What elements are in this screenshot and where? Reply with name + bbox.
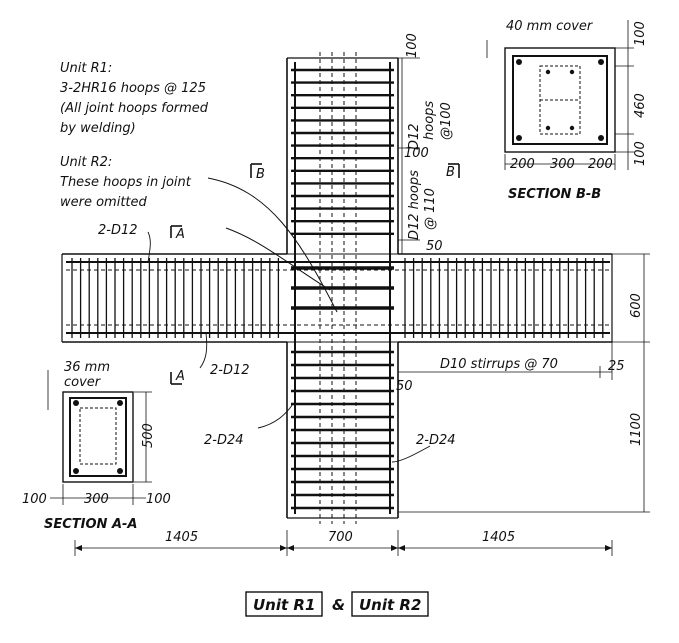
section-a-marker-bottom: A — [175, 369, 185, 384]
section-b-title: SECTION B-B — [508, 187, 601, 202]
section-b-dim-200-right: 200 — [588, 157, 613, 172]
section-b-dim-300: 300 — [550, 157, 575, 172]
dim-25: 25 — [608, 359, 625, 374]
col-bars-right-label: 2-D24 — [416, 433, 456, 448]
section-b-dim-200-left: 200 — [510, 157, 535, 172]
section-a-dim-100-right: 100 — [146, 492, 171, 507]
dim-1405-left: 1405 — [165, 530, 198, 545]
section-a-marker-top: A — [175, 227, 185, 242]
note-unit-r2: Unit R2: These hoops in joint were omitt… — [60, 155, 192, 210]
section-a-cover-2: cover — [64, 375, 102, 390]
dim-700: 700 — [328, 530, 353, 545]
beam-stirrups-right — [404, 258, 604, 338]
leader-lines — [147, 177, 431, 463]
col-hoops-upper-a: D12 — [407, 123, 422, 150]
dim-1405-right: 1405 — [482, 530, 515, 545]
note-r1-line-2: 3-2HR16 hoops @ 125 — [60, 81, 206, 96]
stirrups-label: D10 stirrups @ 70 — [440, 357, 558, 372]
note-r1-line-3: (All joint hoops formed — [60, 101, 209, 116]
col-hoops-upper-b: hoops — [422, 101, 437, 140]
dim-100-mid: 100 — [404, 146, 429, 161]
dim-1100: 1100 — [629, 413, 644, 446]
section-b-cover: 40 mm cover — [506, 19, 594, 34]
col-hoops-lower-b: @ 110 — [423, 188, 438, 230]
dim-600: 600 — [629, 293, 644, 318]
section-a-cover-1: 36 mm — [64, 360, 110, 375]
section-b-dim-100-top: 100 — [633, 21, 648, 46]
beam-bot-bars-label: 2-D12 — [210, 363, 250, 378]
section-a-dim-500: 500 — [141, 423, 156, 448]
beam-outline — [61, 253, 613, 343]
dim-50-top: 50 — [426, 239, 443, 254]
section-markers — [170, 163, 460, 385]
footer-unit-r2: Unit R2 — [359, 596, 421, 614]
footer-amp: & — [332, 596, 345, 614]
dim-50-bottom: 50 — [396, 379, 413, 394]
section-b-dim-460: 460 — [633, 93, 648, 118]
col-hoops-lower-a: D12 hoops — [407, 170, 422, 240]
col-bars-left-label: 2-D24 — [204, 433, 244, 448]
section-a-dim-300: 300 — [84, 492, 109, 507]
note-r2-line-3: were omitted — [60, 195, 148, 210]
note-r2-line-1: Unit R2: — [60, 155, 112, 170]
note-r1-line-1: Unit R1: — [60, 61, 112, 76]
note-unit-r1: Unit R1: 3-2HR16 hoops @ 125 (All joint … — [60, 61, 209, 136]
dim-100-top: 100 — [405, 33, 420, 58]
section-a-dim-100-left: 100 — [22, 492, 47, 507]
col-hoops-upper-c: @100 — [439, 102, 454, 140]
section-b-b: 40 mm cover 100 460 100 200 300 200 SECT… — [486, 19, 648, 202]
column-hoops-upper — [291, 68, 394, 236]
note-r2-line-2: These hoops in joint — [60, 175, 192, 190]
note-r1-line-4: by welding) — [60, 121, 136, 136]
joint-hoops — [291, 266, 394, 310]
beam-longitudinal-bars — [66, 261, 610, 334]
dimension-lines — [74, 57, 650, 556]
footer-unit-r1: Unit R1 — [253, 596, 315, 614]
section-a-title: SECTION A-A — [44, 517, 137, 532]
section-b-marker-left: B — [256, 167, 265, 182]
section-b-marker-right: B — [446, 165, 455, 180]
section-b-dim-100-bottom: 100 — [633, 141, 648, 166]
section-a-a: 36 mm cover 500 100 300 100 SECTION A-A — [22, 360, 171, 532]
footer-units: Unit R1 & Unit R2 — [245, 591, 429, 617]
beam-stirrups-left — [71, 258, 280, 338]
beam-top-bars-label: 2-D12 — [98, 223, 138, 238]
column-hoops-lower — [291, 350, 394, 510]
